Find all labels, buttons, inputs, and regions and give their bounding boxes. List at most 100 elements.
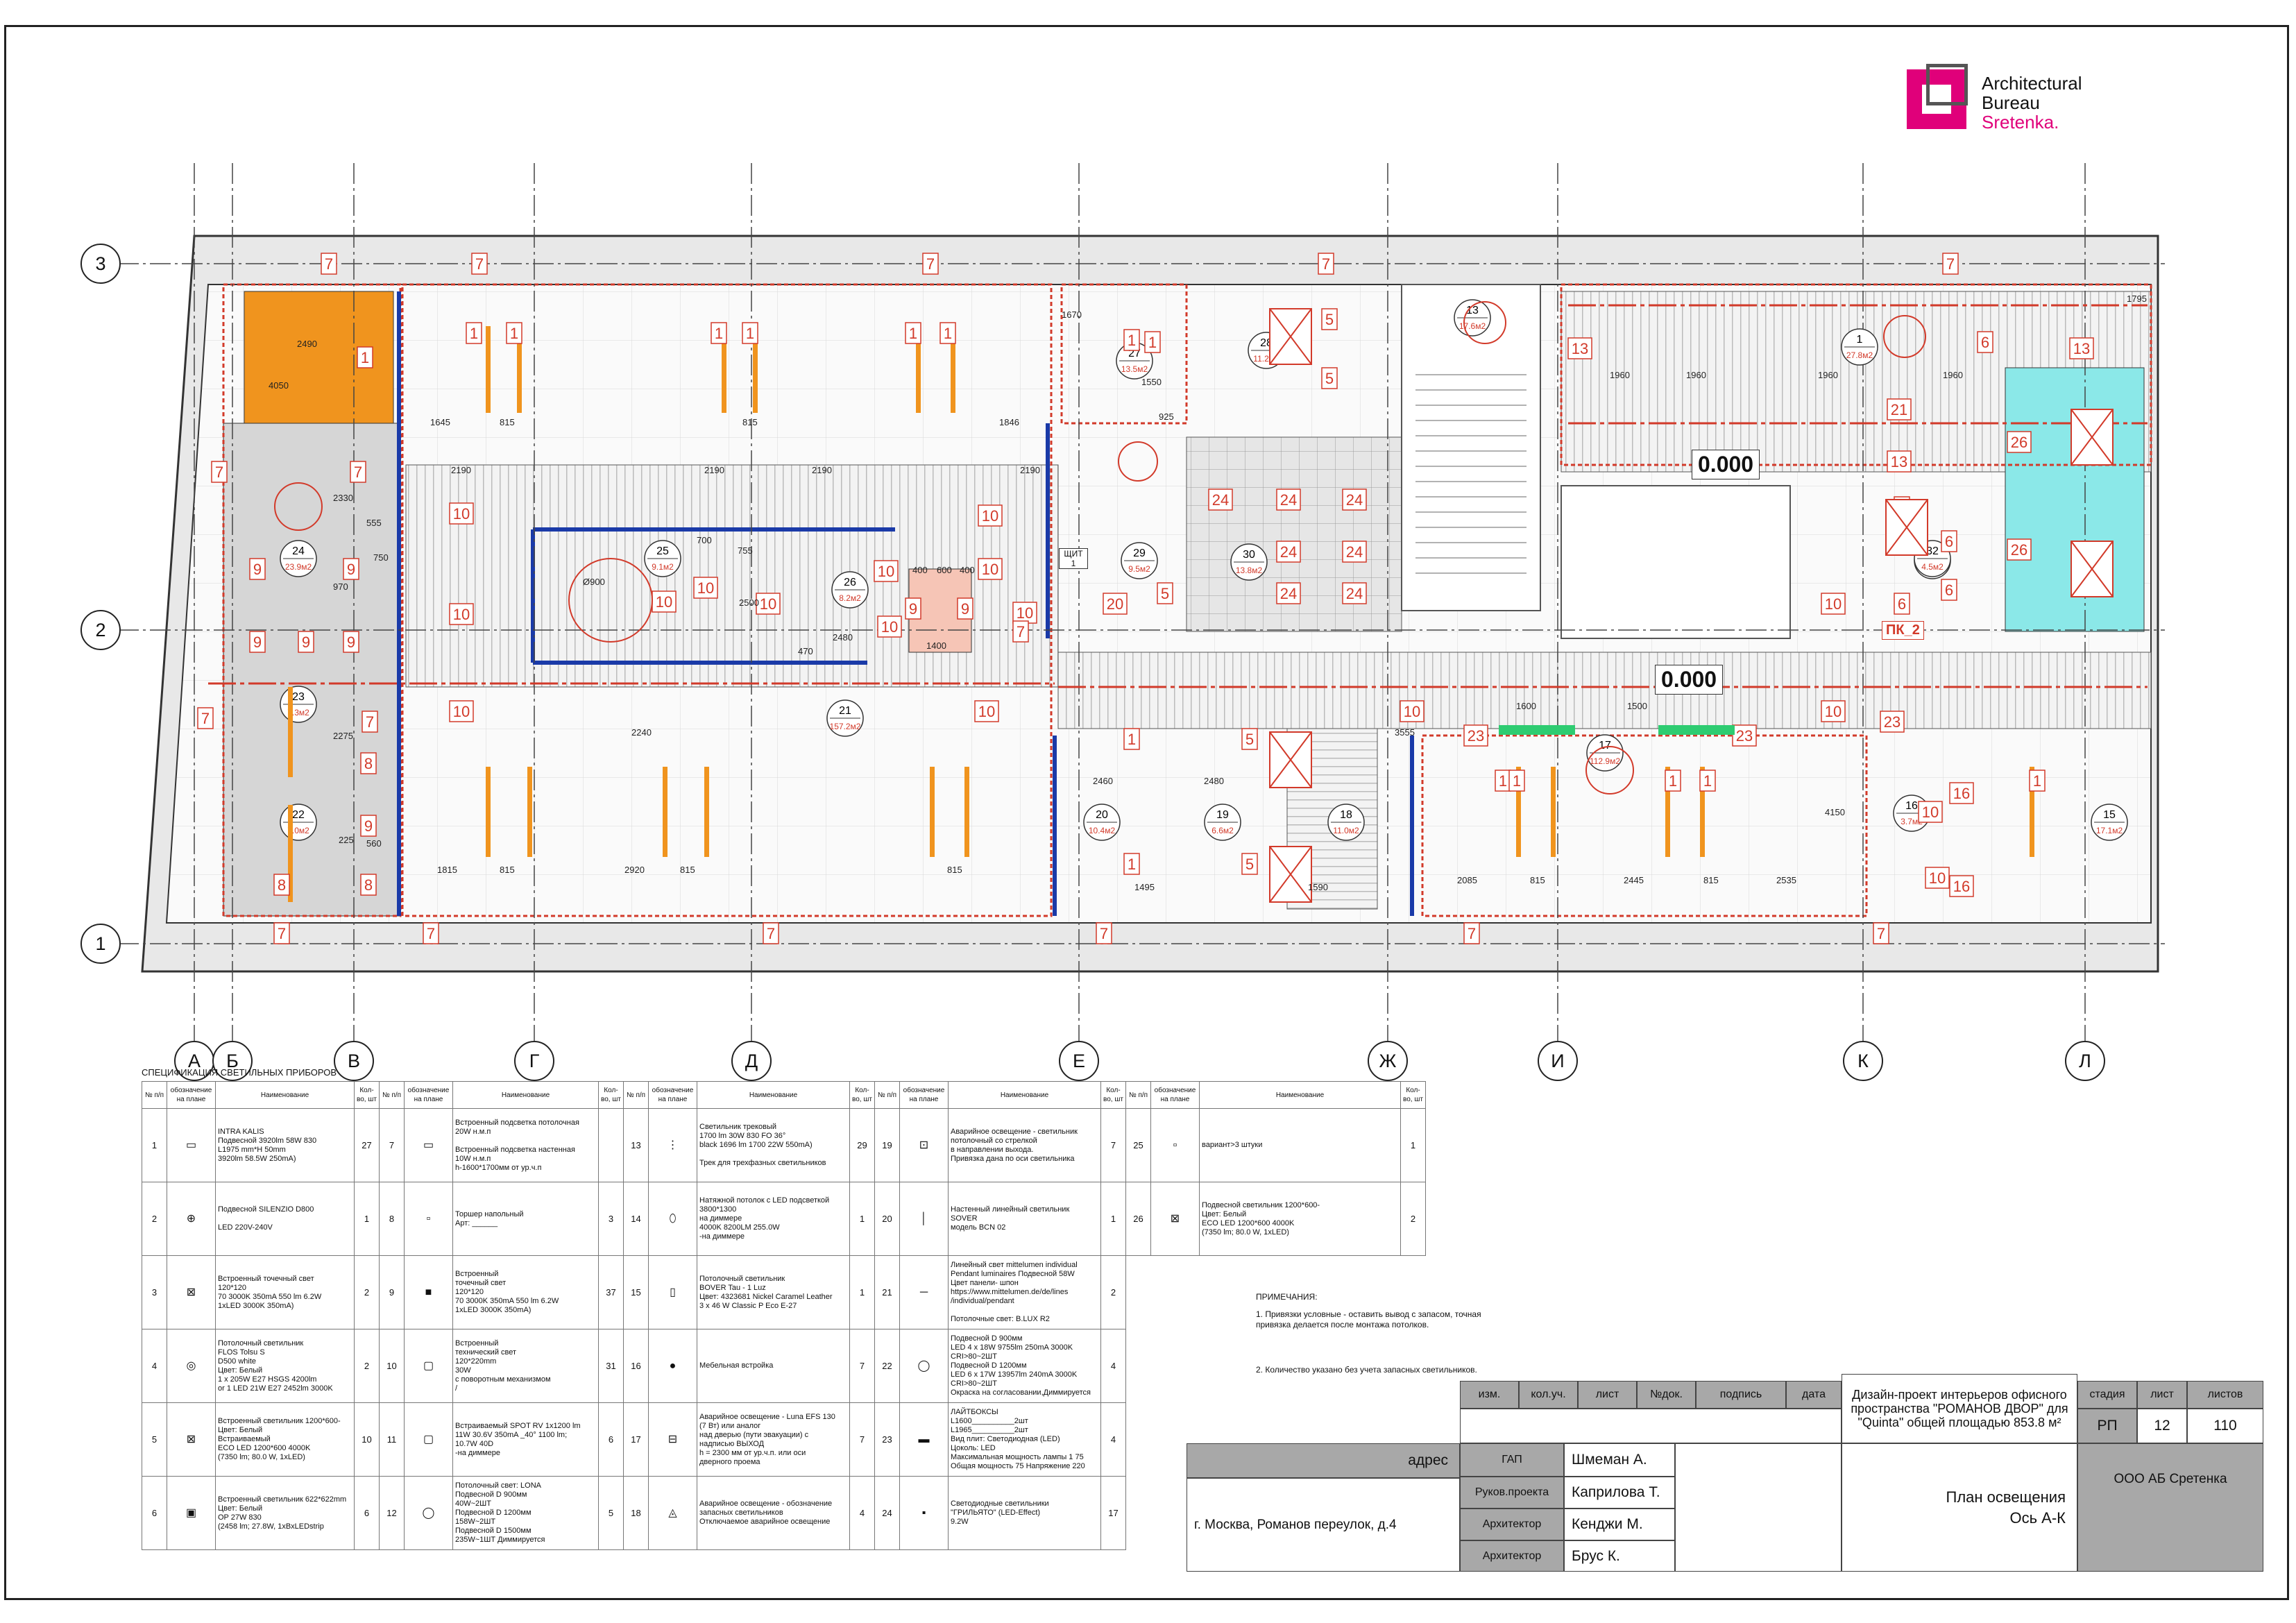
- spec-cell-sym: ⋮: [648, 1108, 697, 1182]
- fixture-type-tag: [1342, 541, 1367, 563]
- room-number: 26: [844, 577, 856, 588]
- axis-bubble-row-1: 1: [80, 924, 121, 964]
- room-area: 9.1м2: [652, 562, 674, 572]
- room-area: 157.2м2: [830, 722, 861, 731]
- fixture-type-tag: [742, 322, 758, 344]
- fixture-type-tag: [905, 597, 921, 620]
- dimension-misc: 2330: [333, 493, 353, 503]
- fixture-type-tag: [1880, 711, 1905, 733]
- fixture-type-tag: [2007, 538, 2032, 561]
- spec-cell-n: 14: [623, 1182, 649, 1256]
- dimension-top: 1960: [1943, 370, 1963, 380]
- linear-pendant: [663, 767, 667, 857]
- spec-cell-name: Встроенный технический свет 120*220mm 30…: [452, 1329, 599, 1403]
- fixture-type-number: 21: [1891, 401, 1907, 418]
- spec-cell-n: 7: [379, 1108, 405, 1182]
- spec-cell-name: Светодиодные светильники "ГРИЛЬЯТО" (LED…: [948, 1476, 1101, 1550]
- fixture-type-number: 8: [364, 755, 373, 772]
- tb-sheets-label: листов: [2187, 1381, 2263, 1409]
- room-area: 7.3м2: [287, 708, 309, 717]
- tb-name-2: Каприлова Т.: [1564, 1477, 1675, 1509]
- tb-header-list: лист: [1578, 1381, 1637, 1409]
- spec-header-sym: обозначение на плане: [899, 1081, 949, 1109]
- spec-cell-qty: 37: [598, 1255, 624, 1329]
- dimension-top: 815: [500, 417, 515, 427]
- fixture-type-number: 10: [982, 561, 998, 578]
- spec-cell-n: 19: [874, 1108, 900, 1182]
- panel-cross: [1885, 499, 1928, 556]
- room-area: 27.8м2: [1846, 350, 1873, 360]
- fixture-type-tag: [1157, 582, 1173, 604]
- fixture-type-tag: [1241, 853, 1258, 875]
- fixture-type-number: 10: [1017, 604, 1033, 622]
- fixture-type-tag: [1699, 770, 1716, 792]
- room-number: 1: [1857, 334, 1863, 346]
- fixture-type-number: 10: [1825, 703, 1842, 720]
- spec-cell-sym: ─: [899, 1255, 949, 1329]
- spec-cell-sym: ◬: [648, 1476, 697, 1550]
- tb-role-1: ГАП: [1460, 1443, 1564, 1477]
- spec-header-n: № п/п: [142, 1081, 167, 1109]
- dimension-bottom: 1590: [1308, 882, 1328, 892]
- spec-cell-qty: 1: [354, 1182, 380, 1256]
- logo-line-3: Sretenka.: [1982, 112, 2059, 133]
- spec-header-sym: обозначение на плане: [404, 1081, 453, 1109]
- spec-cell-sym: ⬯: [648, 1182, 697, 1256]
- spec-cell-qty: 2: [354, 1329, 380, 1403]
- dimension-misc: 560: [366, 838, 382, 849]
- fixture-type-tag: [321, 253, 337, 275]
- fixture-type-tag: [1342, 582, 1367, 604]
- fixture-type-tag: [343, 631, 359, 653]
- dimension-misc: 3555: [1395, 727, 1415, 738]
- dimension-bottom: 2085: [1457, 875, 1477, 885]
- fixture-type-tag: [1732, 724, 1757, 747]
- fixture-type-tag: [1873, 922, 1889, 944]
- spec-cell-sym: ▢: [404, 1402, 453, 1477]
- fixture-type-tag: [693, 577, 718, 599]
- fixture-type-number: 20: [1107, 595, 1123, 613]
- spec-cell-qty: 10: [354, 1402, 380, 1477]
- fixture-type-tag: [1321, 367, 1338, 389]
- spec-header-n: № п/п: [874, 1081, 900, 1109]
- logo-frame: [1926, 64, 1968, 105]
- fixture-type-tag: [1144, 331, 1161, 353]
- fixture-type-tag: [273, 922, 290, 944]
- dimension-top: 1960: [1686, 370, 1706, 380]
- dimension-top: 1550: [1141, 377, 1162, 387]
- panel-cross: [1269, 846, 1312, 903]
- fixture-type-tag: [1894, 593, 1910, 615]
- spec-cell-n: 20: [874, 1182, 900, 1256]
- fixture-type-number: 8: [278, 876, 286, 894]
- room-area: 4.5м2: [1921, 562, 1944, 572]
- tb-header-kolvo: кол.уч.: [1519, 1381, 1578, 1409]
- spec-cell-qty: 7: [1100, 1108, 1126, 1182]
- spec-cell-n: 3: [142, 1255, 167, 1329]
- fixture-type-tag: [1508, 770, 1525, 792]
- spec-cell-qty: 1: [849, 1182, 875, 1256]
- fixture-type-tag: [1400, 700, 1425, 722]
- axis-bubble-4: Г: [514, 1041, 554, 1081]
- room-area: 8.2м2: [839, 593, 861, 603]
- dimension-top: 1960: [1818, 370, 1838, 380]
- room-number: 30: [1243, 549, 1255, 561]
- fixture-type-number: 1: [715, 325, 723, 342]
- spec-cell-n: 15: [623, 1255, 649, 1329]
- fixture-type-tag: [1665, 770, 1681, 792]
- fixture-type-number: 24: [1346, 585, 1363, 602]
- fixture-type-tag: [449, 502, 474, 525]
- spec-cell-sym: ▭: [167, 1108, 216, 1182]
- spec-header-sym: обозначение на плане: [1150, 1081, 1200, 1109]
- spec-cell-sym: ▯: [648, 1255, 697, 1329]
- room-area: 13.8м2: [1236, 566, 1263, 575]
- fixture-type-tag: [1942, 253, 1959, 275]
- spec-cell-name: Аварийное освещение - Luna EFS 130 (7 Вт…: [697, 1402, 850, 1477]
- fixture-type-tag: [506, 322, 522, 344]
- fixture-type-tag: [449, 700, 474, 722]
- tb-address: г. Москва, Романов переулок, д.4: [1187, 1478, 1460, 1572]
- panel-cross: [1269, 308, 1312, 365]
- fixture-type-tag: [1925, 867, 1950, 889]
- dimension-top: 2190: [812, 465, 832, 475]
- spec-cell-n: 23: [874, 1402, 900, 1477]
- fixture-type-number: 13: [2073, 340, 2090, 357]
- room-area: 6.6м2: [1211, 826, 1234, 835]
